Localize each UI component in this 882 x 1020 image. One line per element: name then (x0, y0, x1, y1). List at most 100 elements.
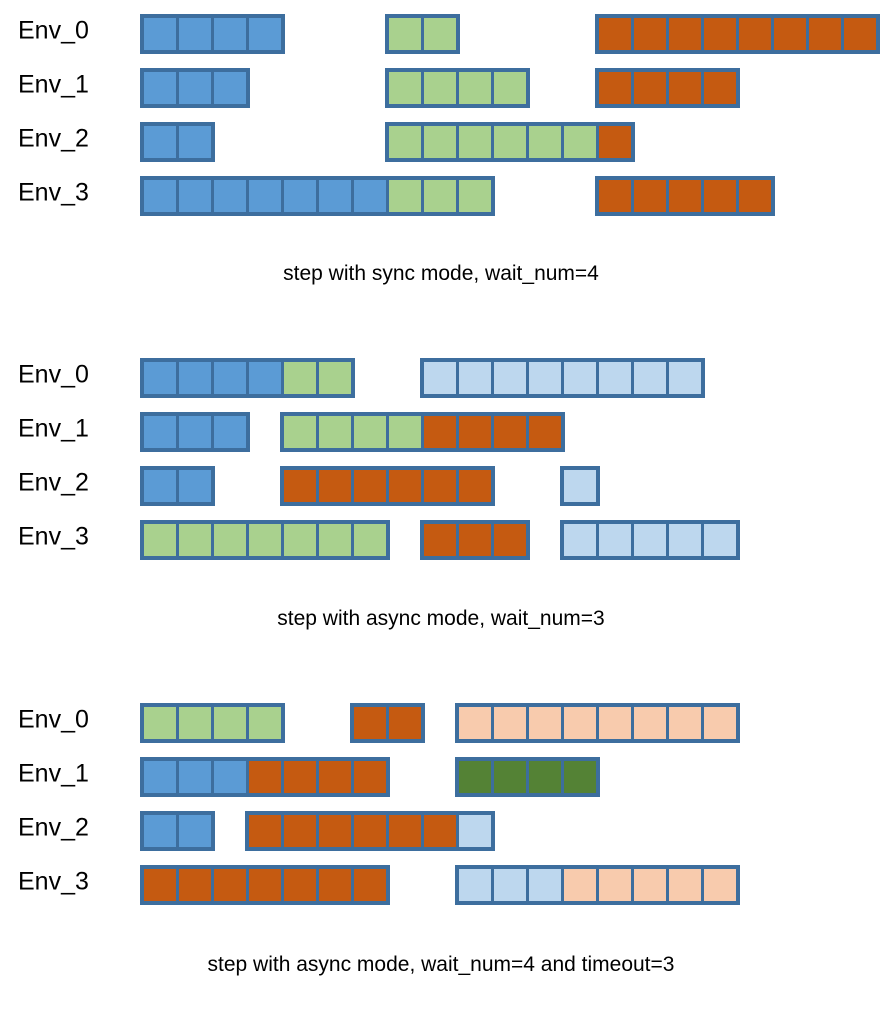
row-track (0, 170, 882, 216)
row-label: Env_1 (18, 414, 89, 443)
step-group (420, 358, 705, 398)
step-cell-orange (739, 180, 771, 212)
step-group (140, 68, 250, 108)
timeline-row: Env_1 (0, 751, 882, 797)
step-cell-green (389, 126, 421, 158)
step-group (140, 358, 355, 398)
step-cell-peach (634, 707, 666, 739)
step-cell-green (459, 126, 491, 158)
step-cell-blue (144, 72, 176, 104)
step-group (140, 757, 390, 797)
step-cell-peach (564, 707, 596, 739)
row-track (0, 116, 882, 162)
row-label: Env_0 (18, 16, 89, 45)
timeline-row: Env_2 (0, 116, 882, 162)
step-group (455, 703, 740, 743)
step-cell-green (424, 18, 456, 50)
step-cell-blue (144, 362, 176, 394)
step-cell-orange (599, 72, 631, 104)
step-cell-green (144, 524, 176, 556)
step-cell-orange (739, 18, 771, 50)
step-cell-blue (354, 180, 386, 212)
step-cell-green (179, 524, 211, 556)
row-label: Env_2 (18, 813, 89, 842)
step-cell-peach (669, 869, 701, 901)
row-label: Env_0 (18, 705, 89, 734)
step-cell-green (284, 416, 316, 448)
step-cell-orange (214, 869, 246, 901)
step-cell-orange (389, 707, 421, 739)
step-cell-green (284, 362, 316, 394)
step-cell-green (459, 72, 491, 104)
step-cell-orange (634, 180, 666, 212)
timeline-row: Env_1 (0, 406, 882, 452)
step-cell-blue (144, 416, 176, 448)
step-cell-orange (424, 524, 456, 556)
step-cell-light-blue (529, 362, 561, 394)
step-cell-orange (354, 470, 386, 502)
step-cell-orange (529, 416, 561, 448)
step-cell-green (354, 416, 386, 448)
row-label: Env_0 (18, 360, 89, 389)
step-cell-orange (459, 416, 491, 448)
step-group (140, 466, 215, 506)
step-cell-green (424, 126, 456, 158)
step-cell-blue (144, 126, 176, 158)
step-cell-light-blue (564, 524, 596, 556)
step-cell-orange (354, 707, 386, 739)
timeline-row: Env_0 (0, 352, 882, 398)
step-group (455, 757, 600, 797)
step-cell-blue (144, 180, 176, 212)
step-cell-orange (249, 869, 281, 901)
step-cell-blue (214, 180, 246, 212)
step-cell-green (424, 180, 456, 212)
step-cell-orange (389, 815, 421, 847)
step-cell-light-blue (564, 470, 596, 502)
step-group (140, 412, 250, 452)
row-label: Env_3 (18, 867, 89, 896)
step-cell-green (249, 707, 281, 739)
step-cell-green (389, 72, 421, 104)
step-cell-green (214, 524, 246, 556)
step-group (420, 520, 530, 560)
step-cell-light-blue (704, 524, 736, 556)
row-label: Env_2 (18, 468, 89, 497)
step-cell-orange (634, 72, 666, 104)
step-cell-dark-green (494, 761, 526, 793)
timeline-row: Env_2 (0, 805, 882, 851)
step-cell-green (144, 707, 176, 739)
step-cell-light-blue (494, 869, 526, 901)
step-cell-light-blue (669, 362, 701, 394)
step-cell-green (354, 524, 386, 556)
row-track (0, 859, 882, 905)
section-caption: step with async mode, wait_num=3 (277, 607, 605, 630)
step-cell-orange (704, 180, 736, 212)
step-cell-green (389, 18, 421, 50)
row-track (0, 62, 882, 108)
step-cell-peach (459, 707, 491, 739)
step-cell-peach (704, 869, 736, 901)
step-cell-light-blue (634, 524, 666, 556)
step-cell-green (284, 524, 316, 556)
step-group (595, 176, 775, 216)
step-cell-orange (459, 470, 491, 502)
step-cell-light-blue (634, 362, 666, 394)
step-cell-peach (634, 869, 666, 901)
step-cell-blue (214, 416, 246, 448)
step-cell-green (319, 524, 351, 556)
step-cell-orange (634, 18, 666, 50)
step-cell-orange (284, 815, 316, 847)
step-cell-green (214, 707, 246, 739)
row-label: Env_1 (18, 759, 89, 788)
step-cell-orange (144, 869, 176, 901)
step-cell-blue (214, 18, 246, 50)
step-cell-blue (179, 815, 211, 847)
step-group (595, 68, 740, 108)
step-cell-green (494, 126, 526, 158)
step-cell-orange (354, 869, 386, 901)
step-cell-green (319, 362, 351, 394)
step-cell-orange (319, 869, 351, 901)
step-cell-light-blue (459, 362, 491, 394)
step-cell-green (564, 126, 596, 158)
